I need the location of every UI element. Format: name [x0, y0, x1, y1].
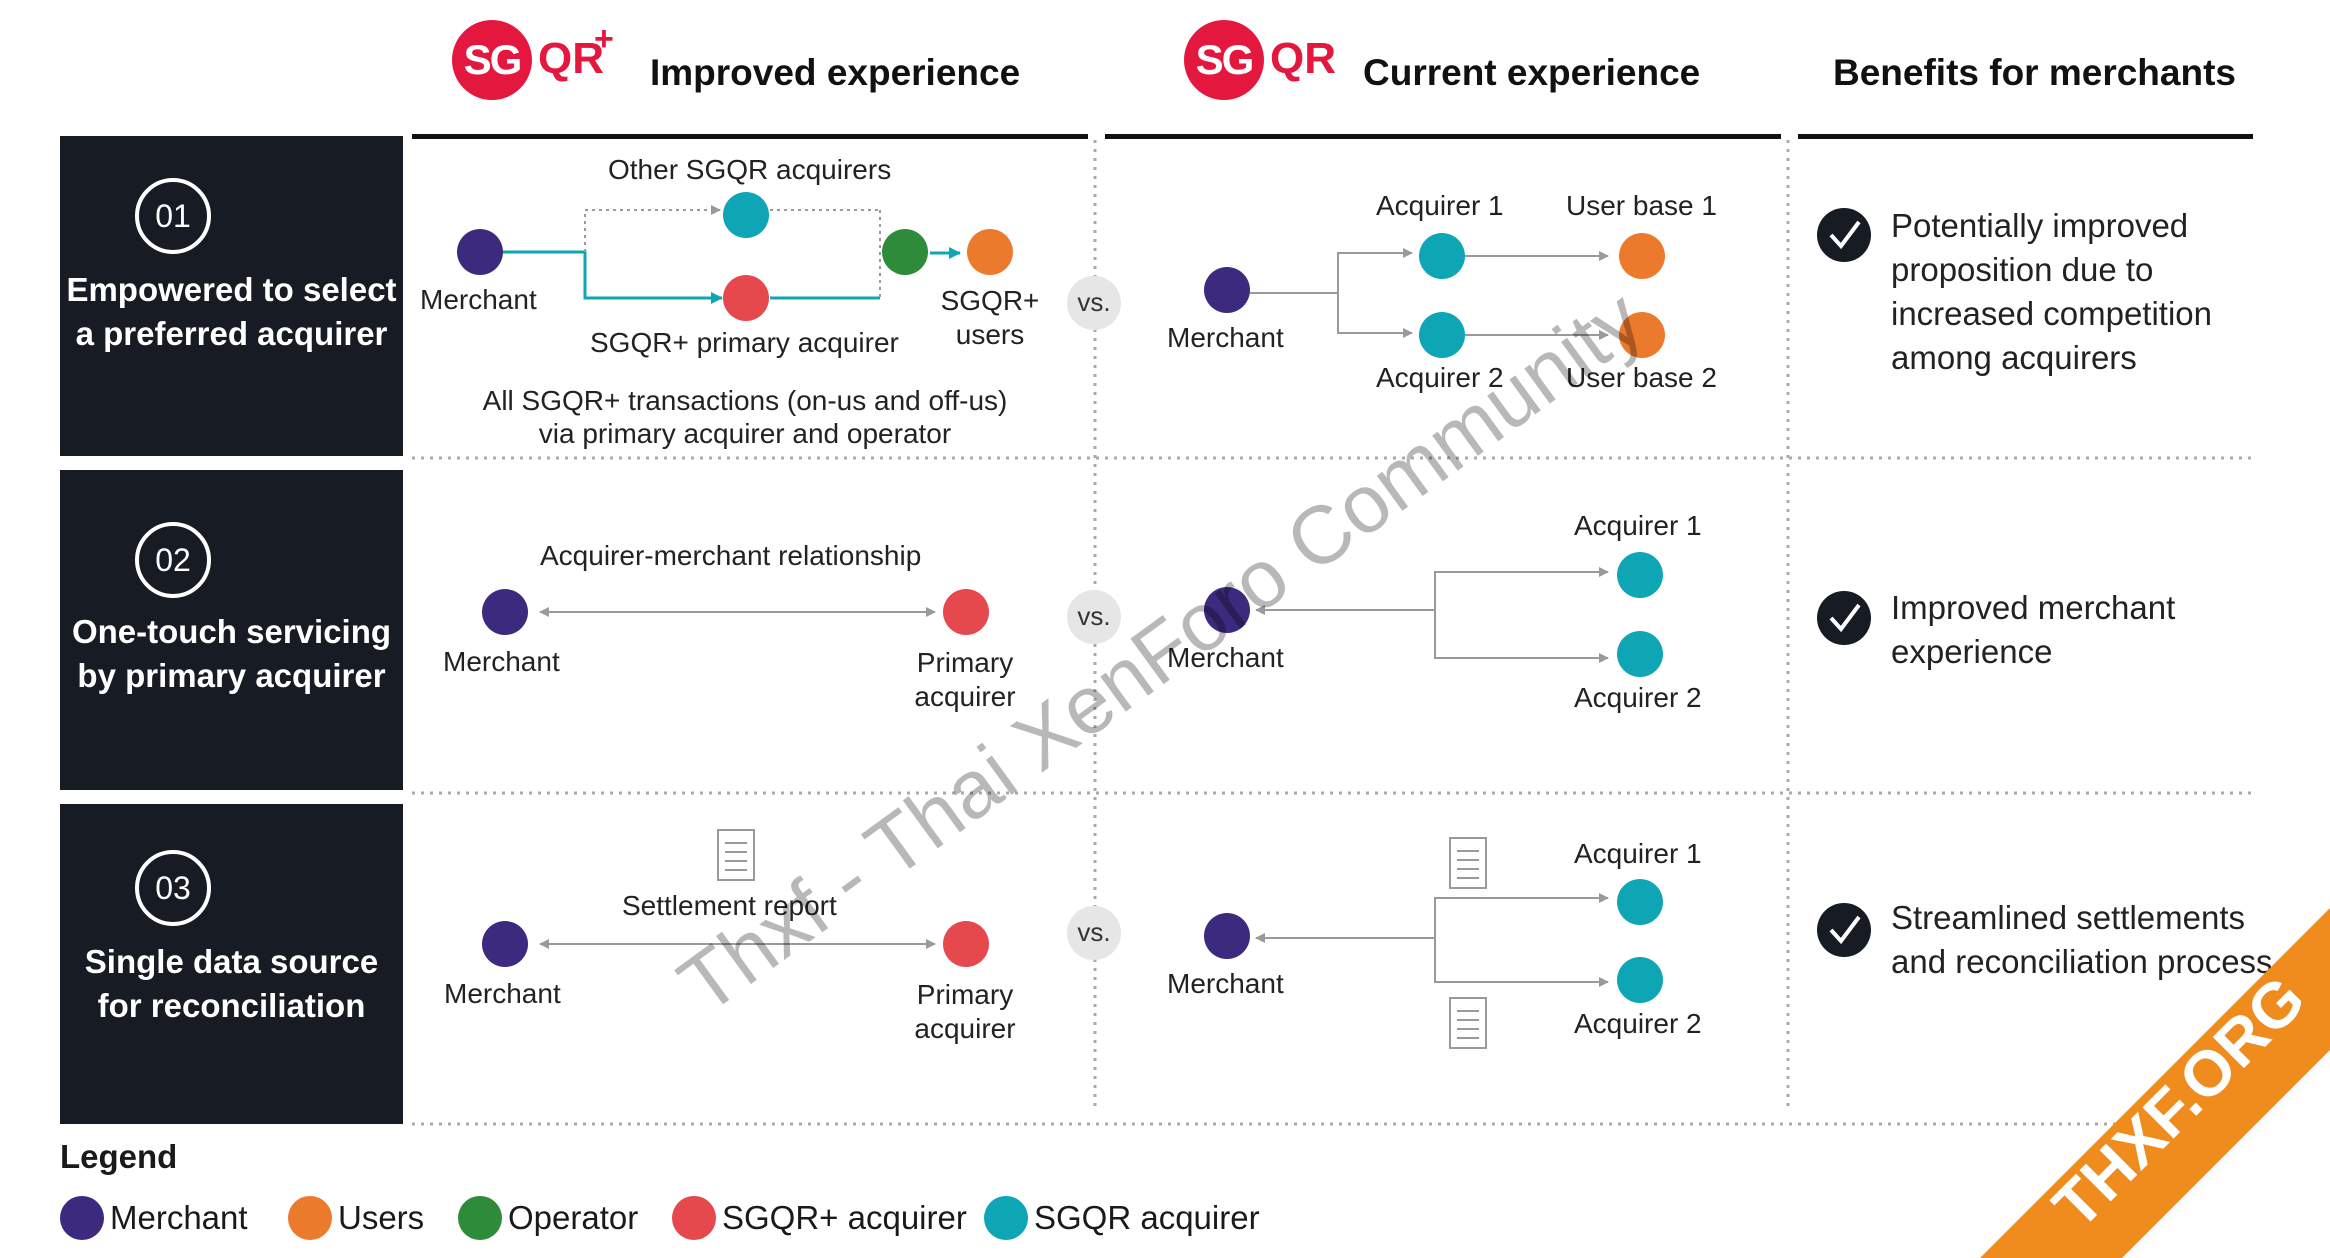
- sgqr-plus-users-label: SGQR+ users: [940, 285, 1040, 350]
- acquirer1-label: Acquirer 1: [1574, 510, 1702, 541]
- benefit-text-03: Streamlined settlements and reconciliati…: [1891, 899, 2273, 980]
- merchant-label: Merchant: [1167, 968, 1284, 999]
- primary-acquirer-node: [943, 589, 989, 635]
- acquirer2-node: [1617, 631, 1663, 677]
- benefit-text-01: Potentially improved proposition due to …: [1891, 207, 2213, 376]
- acquirer1-label: Acquirer 1: [1376, 190, 1504, 221]
- check-icons: [1817, 208, 1871, 957]
- legend-item-sgqr-acquirer: SGQR acquirer: [984, 1196, 1260, 1240]
- merchant-node: [1204, 913, 1250, 959]
- legend-swatch: [672, 1196, 716, 1240]
- sgqr-plus-acquirer-node: [723, 275, 769, 321]
- legend-item-operator: Operator: [458, 1196, 638, 1240]
- document-icon: [1449, 837, 1487, 889]
- header-rule-benefits: [1798, 134, 2253, 139]
- row-title-01: Empowered to select a preferred acquirer: [66, 271, 397, 352]
- relationship-label: Acquirer-merchant relationship: [540, 540, 922, 571]
- acquirer2-label: Acquirer 2: [1376, 362, 1504, 393]
- acquirer2-node: [1617, 957, 1663, 1003]
- logo-sg-circle: SG: [452, 20, 532, 100]
- benefits-title: Benefits for merchants: [1833, 52, 2236, 93]
- userbase1-node: [1619, 233, 1665, 279]
- operator-node: [882, 229, 928, 275]
- row-panel-01: [60, 136, 403, 456]
- logo-sg-circle: SG: [1184, 20, 1264, 100]
- merchant-node: [482, 921, 528, 967]
- acquirer1-node: [1617, 552, 1663, 598]
- acquirer2-label: Acquirer 2: [1574, 1008, 1702, 1039]
- row3-improved-diagram: [482, 829, 989, 967]
- legend-label: SGQR acquirer: [1034, 1199, 1260, 1236]
- merchant-label: Merchant: [1167, 322, 1284, 353]
- row-panel-02: [60, 470, 403, 790]
- row-number-01: 01: [135, 178, 211, 254]
- row-title-03: Single data source for reconciliation: [84, 943, 379, 1024]
- vs-badge-3: vs.: [1067, 906, 1121, 960]
- legend-item-sgqr-plus-acquirer: SGQR+ acquirer: [672, 1196, 967, 1240]
- header-rule-current: [1105, 134, 1781, 139]
- primary-acquirer-label: Primary acquirer: [914, 647, 1016, 712]
- legend-label: Users: [338, 1199, 425, 1236]
- legend-swatch: [288, 1196, 332, 1240]
- document-icon: [717, 829, 755, 881]
- legend-label: Merchant: [110, 1199, 248, 1236]
- merchant-node: [1204, 587, 1250, 633]
- merchant-node: [1204, 267, 1250, 313]
- userbase2-node: [1619, 312, 1665, 358]
- logo-qr-text: QR: [1270, 34, 1336, 83]
- row-panel-03: [60, 804, 403, 1124]
- document-icon: [1449, 997, 1487, 1049]
- grid-dividers: [412, 140, 2253, 1126]
- row3-current-diagram: [1204, 837, 1663, 1049]
- primary-acquirer-label: SGQR+ primary acquirer: [590, 327, 899, 358]
- row-number-03: 03: [135, 850, 211, 926]
- legend-label: SGQR+ acquirer: [722, 1199, 967, 1236]
- acquirer2-node: [1419, 312, 1465, 358]
- current-experience-title: Current experience: [1363, 52, 1701, 93]
- logo-plus: +: [594, 20, 614, 58]
- logo-qr-text: QR: [538, 34, 604, 83]
- transactions-note: All SGQR+ transactions (on-us and off-us…: [482, 385, 1008, 449]
- legend-item-merchant: Merchant: [60, 1196, 248, 1240]
- row-number-02: 02: [135, 522, 211, 598]
- legend-title: Legend: [60, 1138, 178, 1175]
- users-node: [967, 229, 1013, 275]
- merchant-node: [457, 229, 503, 275]
- legend-swatch: [458, 1196, 502, 1240]
- acquirer1-node: [1419, 233, 1465, 279]
- row2-current-diagram: [1204, 552, 1663, 677]
- header-rule-improved: [412, 134, 1088, 139]
- legend-item-users: Users: [288, 1196, 424, 1240]
- acquirer1-label: Acquirer 1: [1574, 838, 1702, 869]
- vs-badge-2: vs.: [1067, 590, 1121, 644]
- vs-badge-1: vs.: [1067, 276, 1121, 330]
- merchant-label: Merchant: [420, 284, 537, 315]
- legend-swatch: [60, 1196, 104, 1240]
- merchant-label: Merchant: [444, 978, 561, 1009]
- legend-swatch: [984, 1196, 1028, 1240]
- acquirer2-label: Acquirer 2: [1574, 682, 1702, 713]
- row1-current-diagram: [1204, 233, 1665, 358]
- improved-experience-title: Improved experience: [650, 52, 1021, 93]
- settlement-report-label: Settlement report: [622, 890, 837, 921]
- row1-improved-diagram: [457, 192, 1013, 321]
- acquirer1-node: [1617, 879, 1663, 925]
- merchant-label: Merchant: [1167, 642, 1284, 673]
- row2-improved-diagram: [482, 589, 989, 635]
- row-title-02: One-touch servicing by primary acquirer: [71, 613, 392, 694]
- primary-acquirer-node: [943, 921, 989, 967]
- merchant-label: Merchant: [443, 646, 560, 677]
- userbase1-label: User base 1: [1566, 190, 1717, 221]
- primary-acquirer-label: Primary acquirer: [914, 979, 1016, 1044]
- userbase2-label: User base 2: [1566, 362, 1717, 393]
- legend-label: Operator: [508, 1199, 639, 1236]
- sgqr-acquirer-node: [723, 192, 769, 238]
- other-sgqr-acquirers-label: Other SGQR acquirers: [608, 154, 892, 185]
- merchant-node: [482, 589, 528, 635]
- benefit-text-02: Improved merchant experience: [1891, 589, 2176, 670]
